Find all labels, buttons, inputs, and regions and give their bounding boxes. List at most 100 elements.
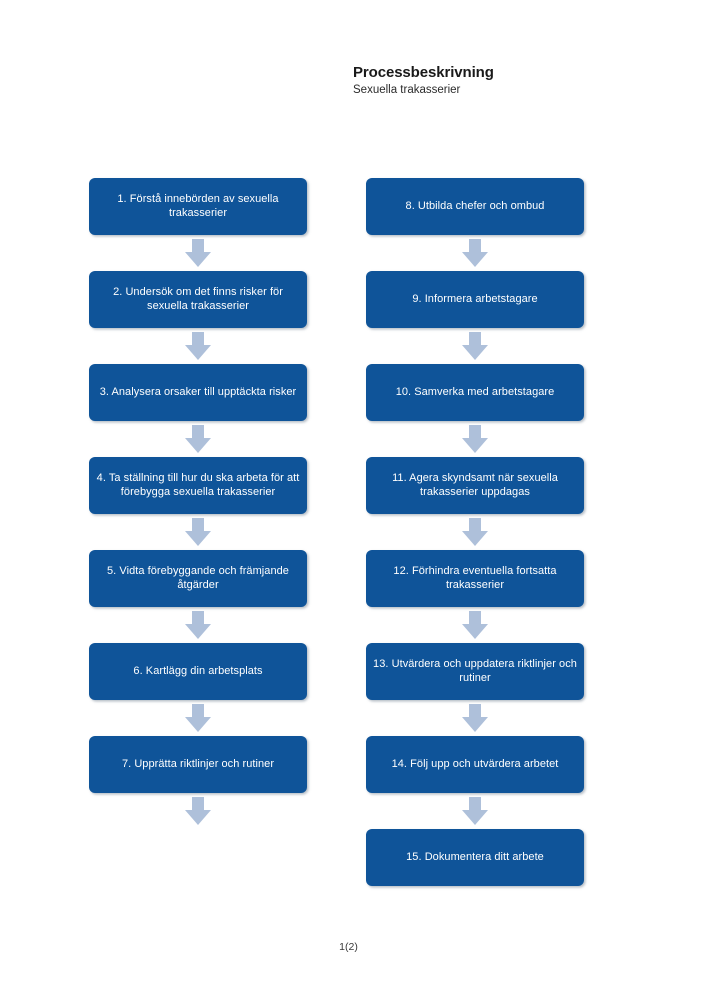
process-step-label-4: 4. Ta ställning till hur du ska arbeta f… — [96, 472, 300, 498]
arrow-head — [185, 252, 211, 267]
arrow-shaft — [192, 797, 204, 811]
process-step-label-5: 5. Vidta förebyggande och främjande åtgä… — [107, 565, 289, 591]
flow-node-6: 6. Kartlägg din arbetsplats — [89, 643, 307, 736]
process-step-box-9[interactable]: 9. Informera arbetstagare — [366, 271, 584, 328]
flow-node-3: 3. Analysera orsaker till upptäckta risk… — [89, 364, 307, 457]
flow-node-1: 1. Förstå innebörden av sexuella trakass… — [89, 178, 307, 271]
flow-node-11: 11. Agera skyndsamt när sexuella trakass… — [366, 457, 584, 550]
connector-5 — [89, 607, 307, 643]
arrow-down-icon — [462, 425, 488, 453]
arrow-down-icon — [185, 518, 211, 546]
process-step-box-7[interactable]: 7. Upprätta riktlinjer och rutiner — [89, 736, 307, 793]
process-step-box-14[interactable]: 14. Följ upp och utvärdera arbetet — [366, 736, 584, 793]
connector-12 — [366, 607, 584, 643]
connector-2 — [89, 328, 307, 364]
arrow-head — [462, 717, 488, 732]
arrow-down-icon — [185, 797, 211, 825]
arrow-down-icon — [462, 518, 488, 546]
connector-11 — [366, 514, 584, 550]
process-step-box-10[interactable]: 10. Samverka med arbetstagare — [366, 364, 584, 421]
document-header: Processbeskrivning Sexuella trakasserier — [353, 64, 653, 98]
flow-node-7: 7. Upprätta riktlinjer och rutiner — [89, 736, 307, 829]
connector-1 — [89, 235, 307, 271]
arrow-shaft — [192, 332, 204, 346]
connector-14 — [366, 793, 584, 829]
process-step-box-2[interactable]: 2. Undersök om det finns risker för sexu… — [89, 271, 307, 328]
process-step-label-13: 13. Utvärdera och uppdatera riktlinjer o… — [373, 658, 577, 684]
connector-13 — [366, 700, 584, 736]
arrow-head — [185, 810, 211, 825]
connector-6 — [89, 700, 307, 736]
flow-node-9: 9. Informera arbetstagare — [366, 271, 584, 364]
arrow-shaft — [469, 611, 481, 625]
page-number: 1(2) — [339, 941, 358, 953]
flow-node-4: 4. Ta ställning till hur du ska arbeta f… — [89, 457, 307, 550]
flow-node-10: 10. Samverka med arbetstagare — [366, 364, 584, 457]
process-step-label-6: 6. Kartlägg din arbetsplats — [133, 664, 263, 677]
page-subtitle: Sexuella trakasserier — [353, 84, 461, 96]
process-step-label-3: 3. Analysera orsaker till upptäckta risk… — [99, 385, 297, 398]
flowchart-right-column: 8. Utbilda chefer och ombud 9. Informera … — [366, 178, 584, 886]
process-step-box-11[interactable]: 11. Agera skyndsamt när sexuella trakass… — [366, 457, 584, 514]
flowchart-left-column: 1. Förstå innebörden av sexuella trakass… — [89, 178, 307, 829]
arrow-shaft — [469, 332, 481, 346]
arrow-shaft — [192, 611, 204, 625]
arrow-head — [462, 252, 488, 267]
process-step-box-6[interactable]: 6. Kartlägg din arbetsplats — [89, 643, 307, 700]
arrow-head — [185, 531, 211, 546]
arrow-down-icon — [462, 704, 488, 732]
arrow-head — [185, 345, 211, 360]
arrow-shaft — [469, 239, 481, 253]
flow-node-2: 2. Undersök om det finns risker för sexu… — [89, 271, 307, 364]
arrow-shaft — [469, 425, 481, 439]
process-step-label-14: 14. Följ upp och utvärdera arbetet — [391, 757, 559, 770]
flow-node-13: 13. Utvärdera och uppdatera riktlinjer o… — [366, 643, 584, 736]
arrow-head — [185, 717, 211, 732]
process-step-label-1: 1. Förstå innebörden av sexuella trakass… — [117, 193, 279, 219]
arrow-head — [185, 438, 211, 453]
process-step-label-9: 9. Informera arbetstagare — [412, 292, 538, 305]
connector-8 — [366, 235, 584, 271]
process-step-box-4[interactable]: 4. Ta ställning till hur du ska arbeta f… — [89, 457, 307, 514]
arrow-down-icon — [185, 332, 211, 360]
flow-node-12: 12. Förhindra eventuella fortsatta traka… — [366, 550, 584, 643]
flow-node-8: 8. Utbilda chefer och ombud — [366, 178, 584, 271]
arrow-shaft — [192, 704, 204, 718]
process-step-label-2: 2. Undersök om det finns risker för sexu… — [113, 286, 283, 312]
process-step-box-12[interactable]: 12. Förhindra eventuella fortsatta traka… — [366, 550, 584, 607]
arrow-down-icon — [462, 239, 488, 267]
process-step-box-5[interactable]: 5. Vidta förebyggande och främjande åtgä… — [89, 550, 307, 607]
arrow-shaft — [192, 518, 204, 532]
arrow-head — [462, 531, 488, 546]
arrow-down-icon — [462, 797, 488, 825]
flow-node-14: 14. Följ upp och utvärdera arbetet — [366, 736, 584, 829]
arrow-down-icon — [462, 332, 488, 360]
process-step-label-12: 12. Förhindra eventuella fortsatta traka… — [393, 565, 557, 591]
arrow-head — [462, 624, 488, 639]
process-step-label-11: 11. Agera skyndsamt när sexuella trakass… — [392, 472, 558, 498]
arrow-head — [462, 345, 488, 360]
flow-node-15: 15. Dokumentera ditt arbete — [366, 829, 584, 886]
arrow-shaft — [192, 425, 204, 439]
arrow-head — [185, 624, 211, 639]
process-step-box-15[interactable]: 15. Dokumentera ditt arbete — [366, 829, 584, 886]
arrow-shaft — [469, 797, 481, 811]
process-step-label-15: 15. Dokumentera ditt arbete — [406, 850, 544, 863]
arrow-down-icon — [462, 611, 488, 639]
process-step-box-8[interactable]: 8. Utbilda chefer och ombud — [366, 178, 584, 235]
arrow-down-icon — [185, 239, 211, 267]
process-step-label-7: 7. Upprätta riktlinjer och rutiner — [121, 757, 275, 770]
connector-7 — [89, 793, 307, 829]
process-step-box-13[interactable]: 13. Utvärdera och uppdatera riktlinjer o… — [366, 643, 584, 700]
process-step-box-1[interactable]: 1. Förstå innebörden av sexuella trakass… — [89, 178, 307, 235]
arrow-shaft — [469, 518, 481, 532]
connector-4 — [89, 514, 307, 550]
connector-9 — [366, 328, 584, 364]
connector-3 — [89, 421, 307, 457]
process-step-box-3[interactable]: 3. Analysera orsaker till upptäckta risk… — [89, 364, 307, 421]
process-step-label-10: 10. Samverka med arbetstagare — [395, 385, 555, 398]
page-title: Processbeskrivning — [353, 64, 494, 81]
arrow-head — [462, 438, 488, 453]
page-footer: 1(2) — [0, 937, 707, 955]
connector-10 — [366, 421, 584, 457]
